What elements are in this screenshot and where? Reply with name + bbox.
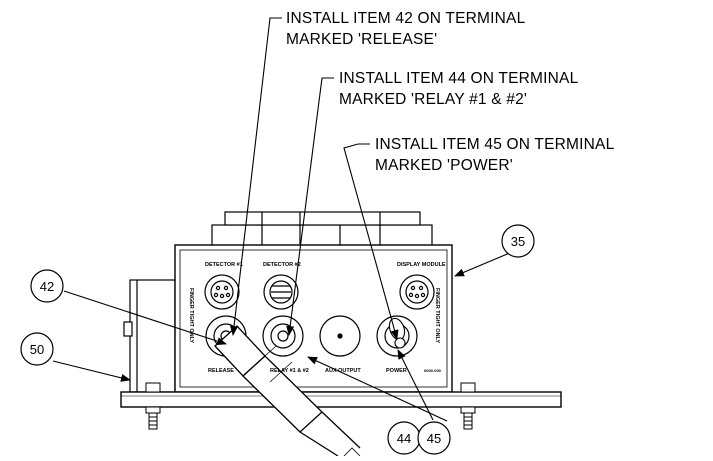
base-plate xyxy=(120,391,562,408)
note-line: INSTALL ITEM 45 ON TERMINAL xyxy=(375,136,615,153)
balloon-35-text: 35 xyxy=(511,234,525,249)
top-cover xyxy=(211,211,433,248)
note-line: MARKED 'RELEASE' xyxy=(286,31,438,48)
note-line: MARKED 'RELAY #1 & #2' xyxy=(339,91,528,108)
note-item-45: INSTALL ITEM 45 ON TERMINAL MARKED 'POWE… xyxy=(375,134,614,176)
label-detector-2: DETECTOR #2 xyxy=(263,262,301,268)
label-finger-tight-right: FINGER TIGHT ONLY xyxy=(434,288,440,343)
label-aux-output: AUX OUTPUT xyxy=(325,368,361,374)
balloon-45 xyxy=(417,421,451,455)
balloons xyxy=(20,224,535,455)
balloon-numbers: 35 42 50 44 45 xyxy=(30,234,525,446)
note-line: INSTALL ITEM 44 ON TERMINAL xyxy=(339,70,579,87)
label-relay: RELAY #1 & #2 xyxy=(270,368,309,374)
label-detector-1: DETECTOR #1 xyxy=(205,262,243,268)
top-connectors xyxy=(204,274,435,310)
label-finger-tight-left: FINGER TIGHT ONLY xyxy=(188,288,194,343)
leader-lines xyxy=(52,17,513,422)
balloon-35 xyxy=(501,224,535,258)
balloon-50 xyxy=(20,332,54,366)
note-line: MARKED 'POWER' xyxy=(375,157,513,174)
balloon-42-text: 42 xyxy=(40,279,54,294)
note-item-44: INSTALL ITEM 44 ON TERMINAL MARKED 'RELA… xyxy=(339,68,578,110)
label-display-module: DISPLAY MODULE xyxy=(397,262,446,268)
balloon-45-text: 45 xyxy=(427,431,441,446)
studs xyxy=(145,382,476,430)
label-release: RELEASE xyxy=(208,368,234,374)
release-cable xyxy=(214,325,361,457)
balloon-50-text: 50 xyxy=(30,342,44,357)
panel-labels: DETECTOR #1 DETECTOR #2 DISPLAY MODULE R… xyxy=(188,262,446,374)
balloon-44-text: 44 xyxy=(397,431,411,446)
label-power: POWER xyxy=(386,368,407,374)
label-part-code: 0000-000 xyxy=(424,368,442,373)
balloon-42 xyxy=(30,269,64,303)
note-item-42: INSTALL ITEM 42 ON TERMINAL MARKED 'RELE… xyxy=(286,8,525,50)
side-bracket xyxy=(123,279,176,393)
note-line: INSTALL ITEM 42 ON TERMINAL xyxy=(286,10,526,27)
